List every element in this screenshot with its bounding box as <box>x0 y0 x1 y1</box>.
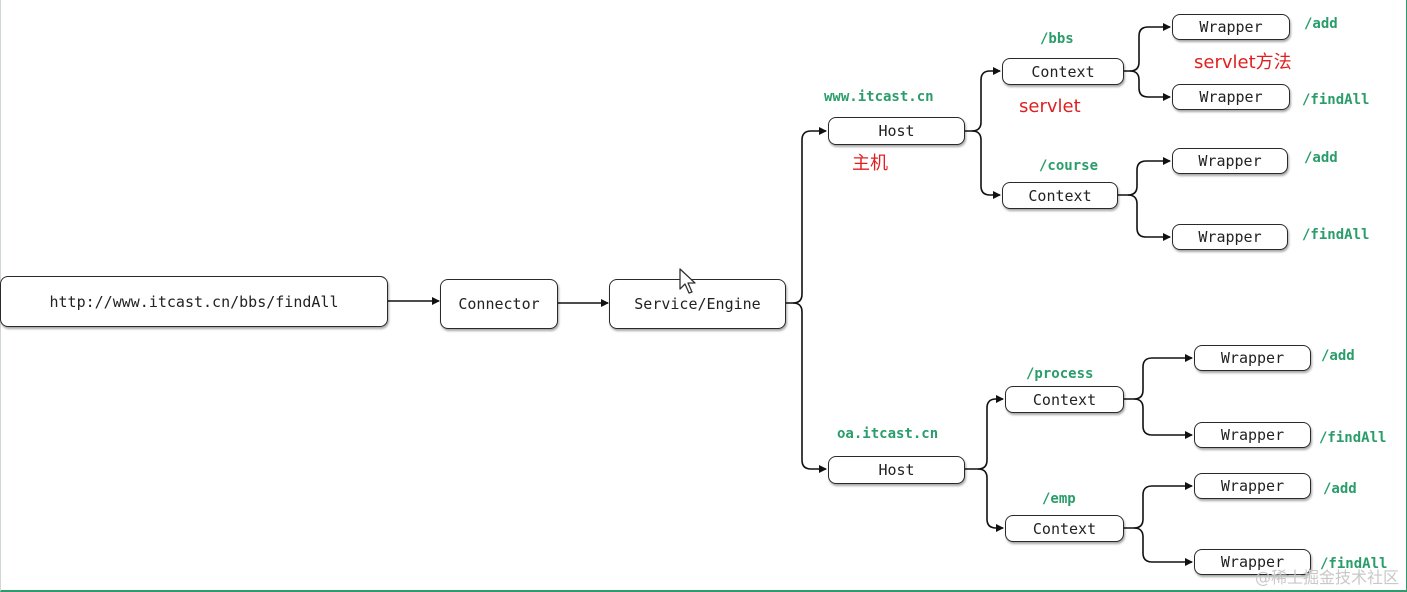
url-node: http://www.itcast.cn/bbs/findAll <box>0 276 388 327</box>
wrapper-node-process-findall: Wrapper <box>1194 422 1311 448</box>
host-node-www: Host <box>828 117 965 145</box>
wrapper-node-bbs-add: Wrapper <box>1172 14 1290 40</box>
wrapper-label-findall-1: /findAll <box>1302 92 1370 108</box>
context-label-bbs: /bbs <box>1040 31 1074 47</box>
wrapper-label-findall-3: /findAll <box>1319 430 1387 446</box>
wrapper-node-course-add: Wrapper <box>1172 148 1288 174</box>
wrapper-label-findall-4: /findAll <box>1320 556 1388 572</box>
wrapper-label-add-4: /add <box>1323 481 1357 497</box>
context-node-bbs: Context <box>1002 58 1124 85</box>
note-servlet-method: servlet方法 <box>1194 52 1292 73</box>
edge-course-w2 <box>1127 194 1171 241</box>
wrapper-node-emp-findall: Wrapper <box>1194 549 1311 575</box>
note-host: 主机 <box>852 153 888 174</box>
wrapper-label-findall-2: /findAll <box>1302 227 1370 243</box>
host-node-oa: Host <box>828 456 965 484</box>
edge-bbs-w1 <box>1124 23 1171 72</box>
mouse-cursor-icon <box>679 268 696 294</box>
edge-host1-bbs <box>965 67 1001 132</box>
edge-process-w1 <box>1124 354 1193 400</box>
edge-course-w1 <box>1118 157 1171 196</box>
wrapper-label-add-3: /add <box>1321 348 1355 364</box>
wrapper-label-add-2: /add <box>1304 150 1338 166</box>
context-label-emp: /emp <box>1042 491 1076 507</box>
edge-bbs-w2 <box>1129 70 1171 101</box>
context-label-process: /process <box>1026 366 1094 382</box>
wrapper-node-emp-add: Wrapper <box>1194 473 1311 499</box>
context-node-emp: Context <box>1005 515 1124 542</box>
connector-node: Connector <box>440 279 558 329</box>
context-node-course: Context <box>1002 182 1118 209</box>
wrapper-label-add-1: /add <box>1304 16 1338 32</box>
edge-host1-course <box>971 130 1001 199</box>
edge-engine-host1 <box>786 127 827 304</box>
context-node-process: Context <box>1005 386 1124 413</box>
note-servlet: servlet <box>1019 96 1081 117</box>
wrapper-node-process-add: Wrapper <box>1194 345 1311 371</box>
edge-host2-emp <box>977 468 1004 532</box>
watermark: @稀土掘金技术社区 <box>1254 568 1399 587</box>
edge-host2-process <box>965 395 1004 470</box>
host-label-www: www.itcast.cn <box>824 89 934 105</box>
host-label-oa: oa.itcast.cn <box>837 426 939 442</box>
edge-process-w2 <box>1133 398 1193 439</box>
edge-engine-host2 <box>792 302 827 473</box>
edge-emp-w2 <box>1133 527 1193 566</box>
context-label-course: /course <box>1039 158 1099 174</box>
edge-emp-w1 <box>1124 482 1193 529</box>
wrapper-node-course-findall: Wrapper <box>1172 224 1288 250</box>
engine-node: Service/Engine <box>609 279 786 329</box>
wrapper-node-bbs-findall: Wrapper <box>1172 84 1290 110</box>
